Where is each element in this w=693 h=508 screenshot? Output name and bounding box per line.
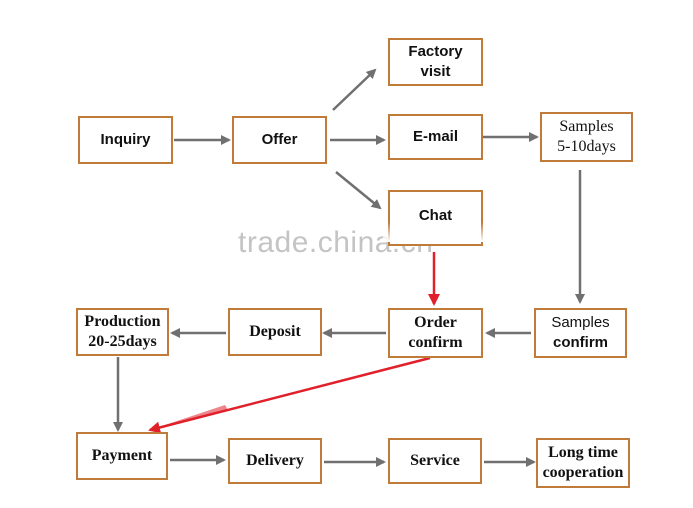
node-service: Service: [388, 438, 482, 484]
node-long-time: Long time cooperation: [536, 438, 630, 488]
arrow-offer-factory: [332, 68, 377, 111]
node-production: Production 20-25days: [76, 308, 169, 356]
node-deposit: Deposit: [228, 308, 322, 356]
node-samples-confirm: Samples confirm: [534, 308, 627, 358]
node-email: E-mail: [388, 114, 483, 160]
node-order-confirm: Order confirm: [388, 308, 483, 358]
node-inquiry: Inquiry: [78, 116, 173, 164]
node-delivery: Delivery: [228, 438, 322, 484]
node-payment: Payment: [76, 432, 168, 480]
node-samples-time: Samples 5-10days: [540, 112, 633, 162]
node-factory-visit: Factory visit: [388, 38, 483, 86]
arrow-offer-chat: [335, 171, 382, 210]
node-offer: Offer: [232, 116, 327, 164]
chat-fade: [383, 222, 485, 242]
